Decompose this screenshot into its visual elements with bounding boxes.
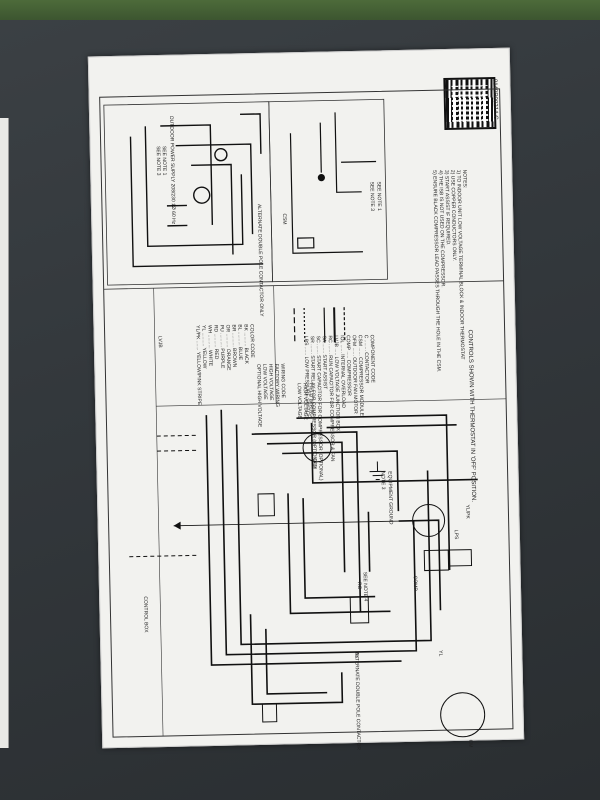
note-3-label: NOTE 3: [379, 471, 386, 490]
wire-label-ylpk: YL/PK: [464, 504, 471, 519]
color-code-block: COLOR CODE BK .......... BLACK BL ......…: [194, 324, 256, 405]
see-note-3-b: SEE NOTE 3: [368, 181, 376, 212]
wire-label-comp: COMP: [411, 575, 419, 591]
see-note-4-label: SEE NOTE 4: [361, 571, 369, 602]
wiring-code-block: WIRING CODE FACTORY WIRING HIGH VOLTAGE …: [255, 363, 286, 427]
lvjb-label: LVJB: [156, 335, 163, 348]
wire-label-rc: RC: [355, 581, 363, 590]
control-box-label: CONTROL BOX: [142, 596, 149, 633]
see-note-1-a: SEE NOTE 1: [160, 145, 168, 176]
wire-label-cm: CM: [467, 739, 474, 748]
schematic-drawing: [99, 88, 514, 738]
wire-label-lps: LPS: [452, 529, 459, 540]
notes-block: NOTES: 1) TO INDOOR UNIT LOW VOLTAGE TER…: [431, 170, 471, 373]
equipment-ground-label: EQUIPMENT GROUND: [386, 471, 394, 525]
see-note-3-a: SEE NOTE 3: [154, 145, 162, 176]
field-wiring-item: LOW VOLTAGE: [295, 383, 303, 419]
adjacent-label-edge: [0, 118, 9, 748]
wire-label-bk: BK: [353, 651, 360, 659]
wire-label-ofm: OFM: [311, 457, 318, 470]
wire-label-yl: YL: [437, 650, 444, 657]
wire-label-csm: CSM: [281, 213, 288, 225]
wiring-diagram-sticker: 0140R00214-C: [87, 47, 525, 750]
see-note-1-b: SEE NOTE 1: [375, 181, 383, 211]
